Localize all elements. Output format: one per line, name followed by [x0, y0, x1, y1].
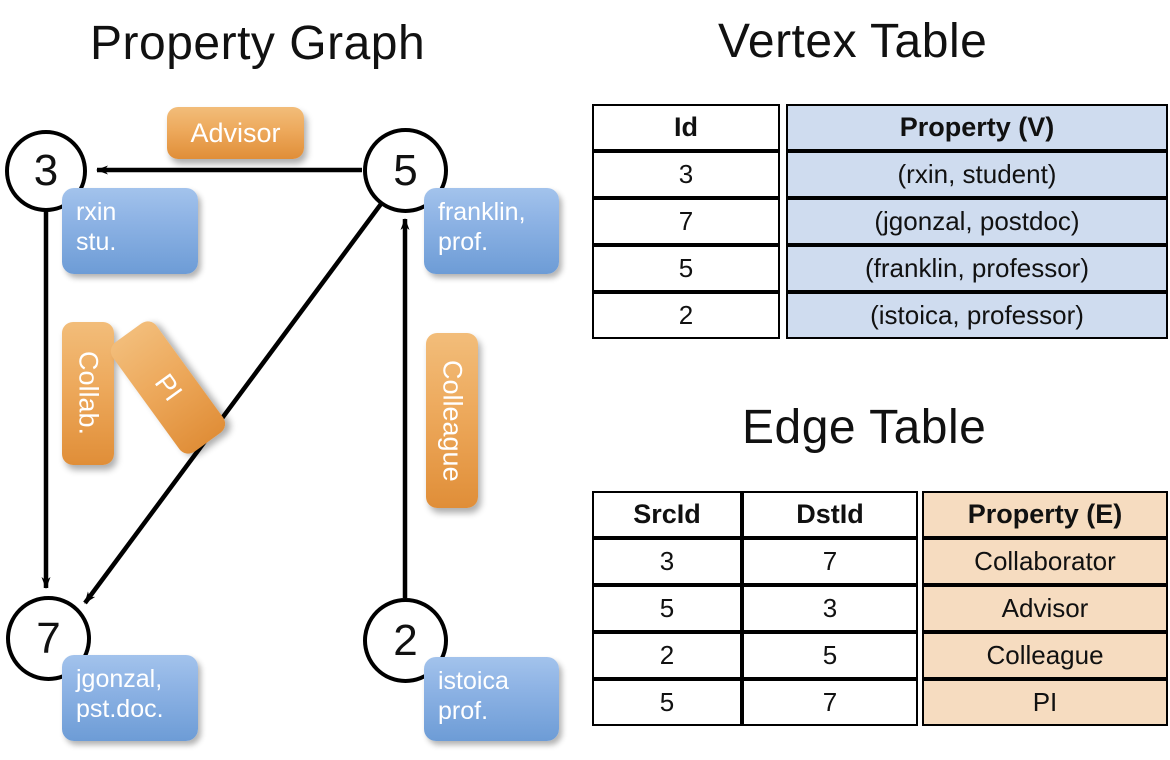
edge-table-property-column: Property (E) Collaborator Advisor Collea… [922, 491, 1168, 726]
edge-table-header-srcid: SrcId [592, 491, 742, 538]
edge-srcid-cell: 5 [592, 679, 742, 726]
table-row: 3 [592, 538, 742, 585]
table-header-row: Property (V) [786, 104, 1168, 151]
edge-label-advisor-text: Advisor [190, 117, 281, 148]
edge-label-pi-text: PI [148, 368, 189, 407]
edge-property-cell: Advisor [922, 585, 1168, 632]
edge-line-5-to-7 [83, 202, 383, 605]
table-row: Colleague [922, 632, 1168, 679]
table-row: (franklin, professor) [786, 245, 1168, 292]
edge-label-colleague-text: Colleague [437, 359, 468, 482]
graph-node-5[interactable]: 5 [363, 128, 448, 213]
edge-property-cell: Collaborator [922, 538, 1168, 585]
table-row: (istoica, professor) [786, 292, 1168, 339]
graph-node-2-label: 2 [393, 615, 418, 665]
edge-dstid-cell: 7 [742, 538, 918, 585]
edge-table-header-dstid: DstId [742, 491, 918, 538]
table-row: 7 [592, 198, 780, 245]
edge-label-collab[interactable]: Collab. [62, 322, 114, 465]
table-row: 5 [592, 585, 742, 632]
edge-dstid-cell: 3 [742, 585, 918, 632]
property-graph-diagram: 3 5 7 2 rxin stu. franklin, prof. jgonza… [5, 107, 559, 741]
table-row: 5 [592, 679, 742, 726]
graph-edges-svg [41, 165, 410, 605]
node-property-7-line2: pst.doc. [76, 694, 164, 723]
table-header-row: Property (E) [922, 491, 1168, 538]
table-row: 7 [742, 538, 918, 585]
node-property-box-3[interactable]: rxin stu. [62, 188, 198, 274]
table-header-row: SrcId [592, 491, 742, 538]
vertex-property-cell: (franklin, professor) [786, 245, 1168, 292]
edge-srcid-cell: 3 [592, 538, 742, 585]
vertex-id-cell: 5 [592, 245, 780, 292]
node-property-box-5[interactable]: franklin, prof. [424, 188, 559, 274]
edge-dstid-cell: 7 [742, 679, 918, 726]
table-row: Advisor [922, 585, 1168, 632]
edge-property-cell: Colleague [922, 632, 1168, 679]
table-header-row: DstId [742, 491, 918, 538]
node-property-5-line1: franklin, [438, 198, 526, 226]
edge-label-colleague[interactable]: Colleague [426, 333, 478, 508]
page-title-vertex-table: Vertex Table [718, 15, 988, 68]
graph-node-2[interactable]: 2 [363, 598, 448, 683]
table-row: 7 [742, 679, 918, 726]
vertex-id-cell: 2 [592, 292, 780, 339]
table-row: 5 [742, 632, 918, 679]
table-row: 2 [592, 292, 780, 339]
graph-node-7-label: 7 [36, 613, 61, 663]
edge-label-collab-text: Collab. [73, 351, 104, 436]
table-row: 2 [592, 632, 742, 679]
table-header-row: Id [592, 104, 780, 151]
node-property-box-2[interactable]: istoica prof. [424, 657, 559, 741]
edge-srcid-cell: 5 [592, 585, 742, 632]
node-property-2-line1: istoica [438, 667, 509, 695]
edge-label-advisor[interactable]: Advisor [167, 107, 304, 159]
table-row: Collaborator [922, 538, 1168, 585]
vertex-property-cell: (rxin, student) [786, 151, 1168, 198]
vertex-table-header-property: Property (V) [786, 104, 1168, 151]
vertex-table-id-column: Id 3 7 5 2 [592, 104, 780, 339]
node-property-2-line2: prof. [438, 696, 489, 725]
vertex-property-cell: (jgonzal, postdoc) [786, 198, 1168, 245]
vertex-table-property-column: Property (V) (rxin, student) (jgonzal, p… [786, 104, 1168, 339]
node-property-7-line1: jgonzal, [76, 665, 163, 693]
edge-table-dstid-column: DstId 7 3 5 7 [742, 491, 918, 726]
page-title-edge-table: Edge Table [742, 401, 987, 454]
table-row: (rxin, student) [786, 151, 1168, 198]
table-row: (jgonzal, postdoc) [786, 198, 1168, 245]
vertex-id-cell: 7 [592, 198, 780, 245]
graph-node-3-label: 3 [33, 146, 59, 195]
edge-srcid-cell: 2 [592, 632, 742, 679]
node-property-3-line2: stu. [76, 227, 117, 256]
edge-property-cell: PI [922, 679, 1168, 726]
page-title-property-graph: Property Graph [90, 17, 426, 70]
node-property-box-7[interactable]: jgonzal, pst.doc. [62, 655, 198, 741]
graph-node-5-label: 5 [393, 145, 418, 195]
node-property-3-line1: rxin [76, 198, 117, 226]
node-property-5-line2: prof. [438, 227, 489, 256]
table-row: 3 [592, 151, 780, 198]
edge-table-header-property: Property (E) [922, 491, 1168, 538]
vertex-property-cell: (istoica, professor) [786, 292, 1168, 339]
vertex-id-cell: 3 [592, 151, 780, 198]
table-row: 3 [742, 585, 918, 632]
table-row: 5 [592, 245, 780, 292]
edge-table-srcid-column: SrcId 3 5 2 5 [592, 491, 742, 726]
vertex-table-header-id: Id [592, 104, 780, 151]
edge-dstid-cell: 5 [742, 632, 918, 679]
table-row: PI [922, 679, 1168, 726]
